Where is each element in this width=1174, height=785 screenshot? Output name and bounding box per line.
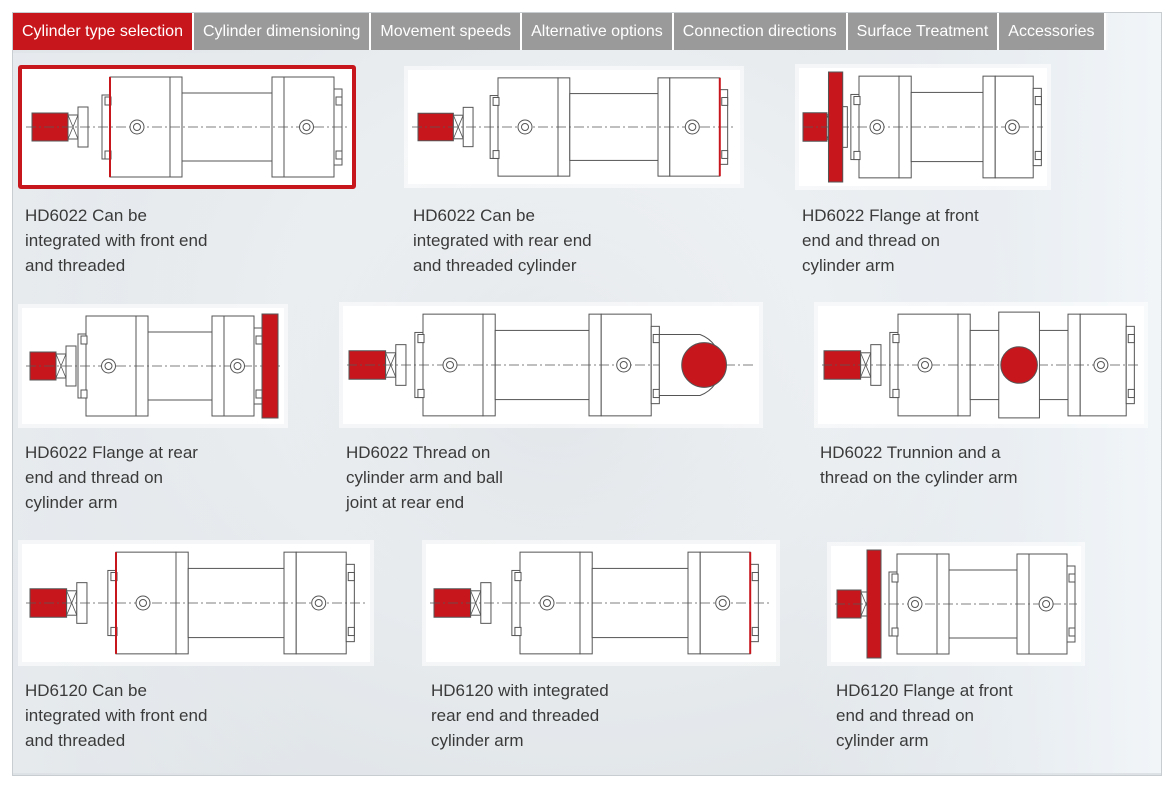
cylinder-card-9[interactable] [831, 546, 1081, 662]
hydraulic-cylinder-drawing-icon [347, 313, 755, 417]
cylinder-caption-1: HD6022 Can be integrated with front end … [25, 206, 208, 275]
cylinder-card-6[interactable] [818, 306, 1144, 424]
cylinder-card-2[interactable] [408, 70, 740, 184]
cylinder-card-1[interactable] [18, 65, 356, 189]
tab-surface-treatment[interactable]: Surface Treatment [847, 13, 1000, 50]
tab-accessories[interactable]: Accessories [999, 13, 1106, 50]
cylinder-card-4[interactable] [22, 308, 284, 424]
cylinder-caption-5: HD6022 Thread on cylinder arm and ball j… [346, 443, 503, 512]
hydraulic-cylinder-drawing-icon [26, 76, 348, 178]
tab-cylinder-type-selection[interactable]: Cylinder type selection [13, 13, 194, 50]
cylinder-card-8[interactable] [426, 544, 776, 662]
cylinder-caption-7: HD6120 Can be integrated with front end … [25, 681, 208, 750]
cylinder-caption-6: HD6022 Trunnion and a thread on the cyli… [820, 443, 1018, 487]
tab-connection-directions[interactable]: Connection directions [673, 13, 848, 50]
cylinder-caption-4: HD6022 Flange at rear end and thread on … [25, 443, 198, 512]
hydraulic-cylinder-drawing-icon [26, 313, 280, 419]
cylinder-caption-8: HD6120 with integrated rear end and thre… [431, 681, 609, 750]
tab-alternative-options[interactable]: Alternative options [522, 13, 674, 50]
cylinder-caption-2: HD6022 Can be integrated with rear end a… [413, 206, 592, 275]
hydraulic-cylinder-drawing-icon [412, 77, 736, 177]
hydraulic-cylinder-drawing-icon [822, 311, 1140, 419]
cylinder-card-7[interactable] [22, 544, 370, 662]
tab-cylinder-dimensioning[interactable]: Cylinder dimensioning [193, 13, 372, 50]
hydraulic-cylinder-drawing-icon [835, 549, 1077, 659]
hydraulic-cylinder-drawing-icon [430, 551, 772, 655]
hydraulic-cylinder-drawing-icon [802, 71, 1043, 183]
hydraulic-cylinder-drawing-icon [26, 551, 366, 655]
cylinder-card-3[interactable] [799, 68, 1047, 186]
cylinder-card-5[interactable] [343, 306, 759, 424]
tab-bar: Cylinder type selection Cylinder dimensi… [13, 13, 1108, 50]
tab-movement-speeds[interactable]: Movement speeds [371, 13, 523, 50]
cylinder-caption-9: HD6120 Flange at front end and thread on… [836, 681, 1013, 750]
cylinder-caption-3: HD6022 Flange at front end and thread on… [802, 206, 979, 275]
